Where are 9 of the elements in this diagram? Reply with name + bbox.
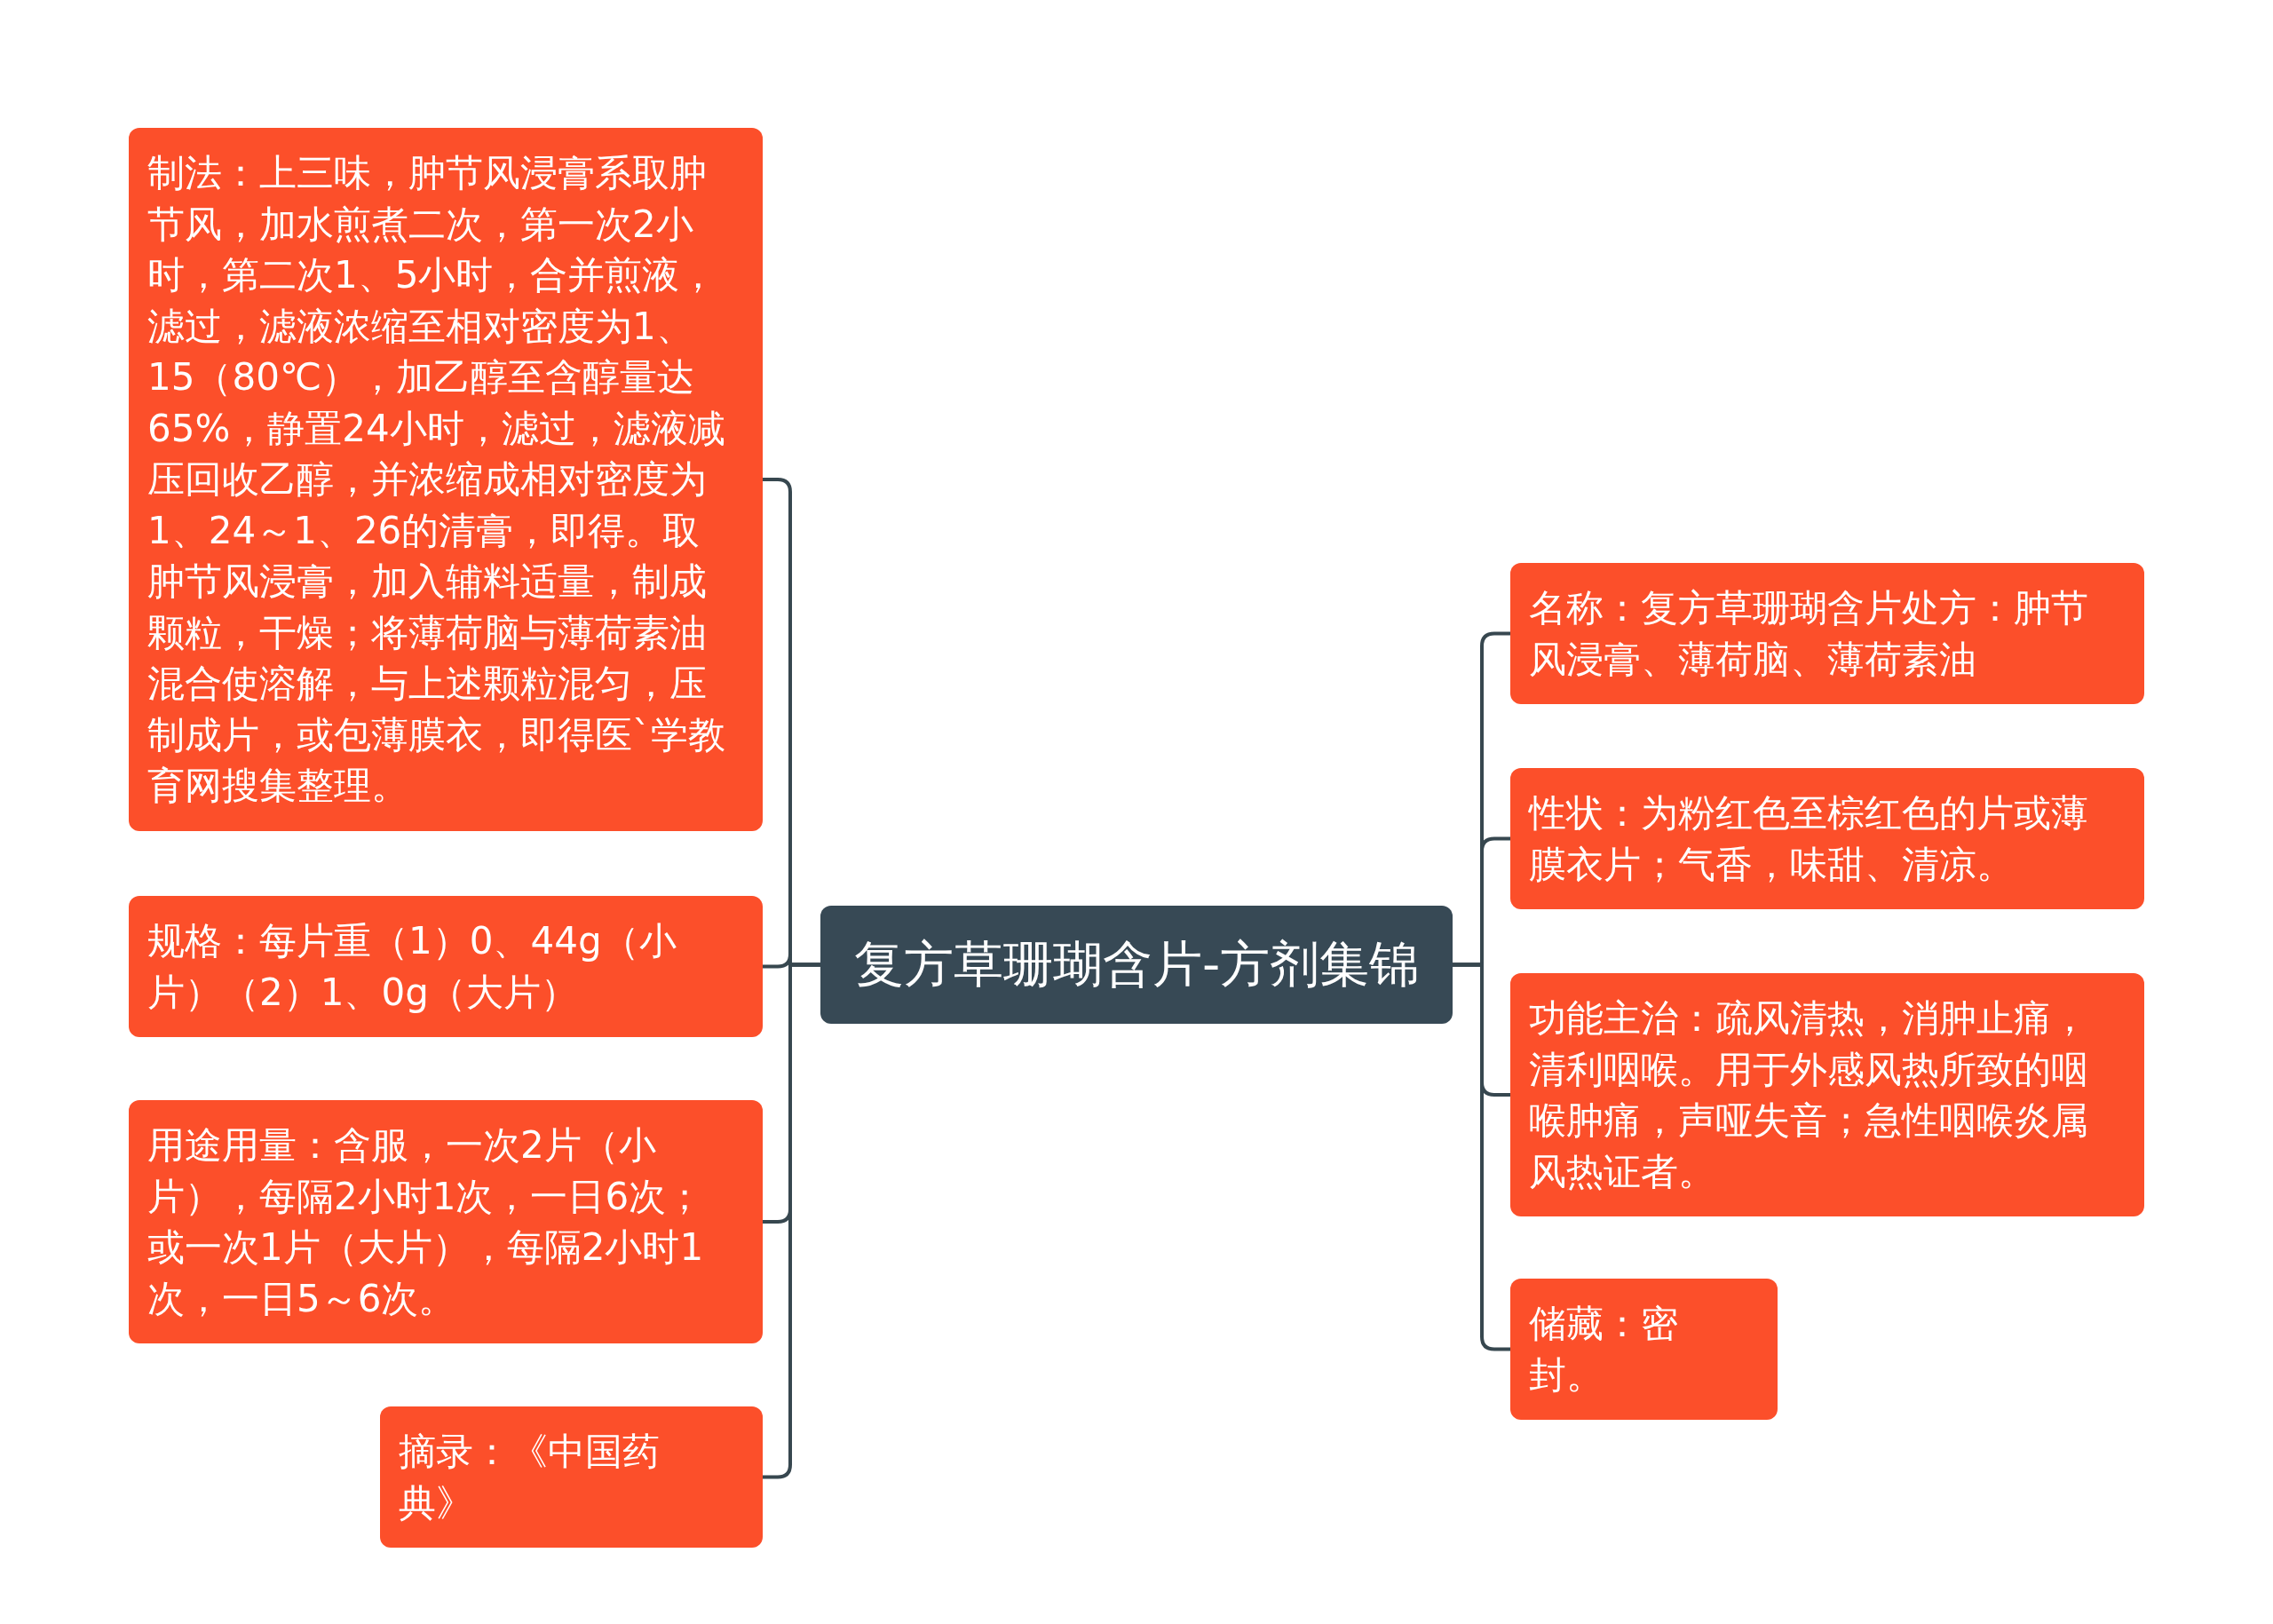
topic-box: 摘录：《中国药典》 xyxy=(380,1406,763,1548)
topic-box: 名称：复方草珊瑚含片处方：肿节风浸膏、薄荷脑、薄荷素油 xyxy=(1510,563,2144,704)
topic-box: 功能主治：疏风清热，消肿止痛，清利咽喉。用于外感风热所致的咽喉肿痛，声哑失音；急性咽喉炎属风热证者。 xyxy=(1510,973,2144,1216)
topic-box: 性状：为粉红色至棕红色的片或薄膜衣片；气香，味甜、清凉。 xyxy=(1510,768,2144,909)
topic-box: 制法：上三味，肿节风浸膏系取肿节风，加水煎煮二次，第一次2小时，第二次1、5小时，合并煎液，滤过，滤液浓缩至相对密度为1、15（80℃），加乙醇至含醇量达65%，静置24小时，滤过，滤液减压回收乙醇，并浓缩成相对密度为1、24～1、26的清膏，即得。取肿节风浸膏，加入辅料适量，制成颗粒，干燥；将薄荷脑与薄荷素油混合使溶解，与上述颗粒混匀，压制成片，或包薄膜衣，即得医`学教育网搜集整理。 xyxy=(129,128,763,831)
topic-box: 用途用量：含服，一次2片（小片），每隔2小时1次，一日6次；或一次1片（大片），每隔2小时1次，一日5～6次。 xyxy=(129,1100,763,1343)
topic-box: 规格：每片重（1）0、44g（小片）（2）1、0g（大片） xyxy=(129,896,763,1037)
central-topic-box: 复方草珊瑚含片-方剂集锦 xyxy=(820,906,1453,1024)
topic-box: 储藏：密封。 xyxy=(1510,1279,1778,1420)
